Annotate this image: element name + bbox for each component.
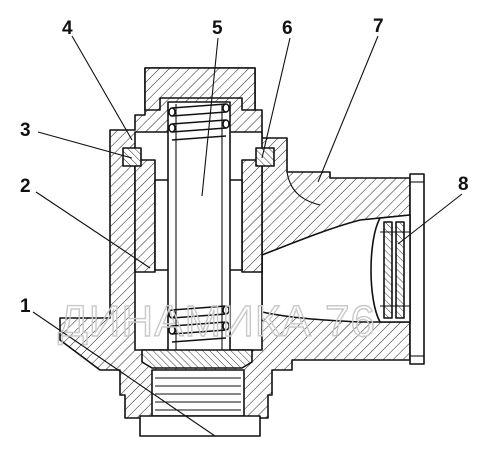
part-4-cap	[144, 67, 256, 111]
part-6-seal	[255, 147, 275, 167]
label-8: 8	[458, 174, 469, 195]
label-3: 3	[20, 120, 31, 141]
label-5: 5	[212, 18, 223, 39]
part-8-insert	[370, 214, 411, 323]
valve-seat	[141, 349, 253, 369]
end-flange	[409, 173, 425, 365]
leader-lines	[32, 35, 463, 437]
lower-spring	[168, 305, 230, 343]
label-6: 6	[282, 18, 293, 39]
label-4: 4	[62, 18, 73, 39]
part-3-seal	[122, 147, 142, 167]
label-2: 2	[20, 176, 31, 197]
label-7: 7	[373, 16, 384, 37]
watermark-text: ДИНАМИКА 76	[58, 297, 376, 346]
part-2-sleeve	[134, 159, 263, 273]
part-5-spring-upper	[168, 103, 230, 141]
inner-tube	[167, 101, 231, 353]
label-1: 1	[20, 296, 31, 317]
